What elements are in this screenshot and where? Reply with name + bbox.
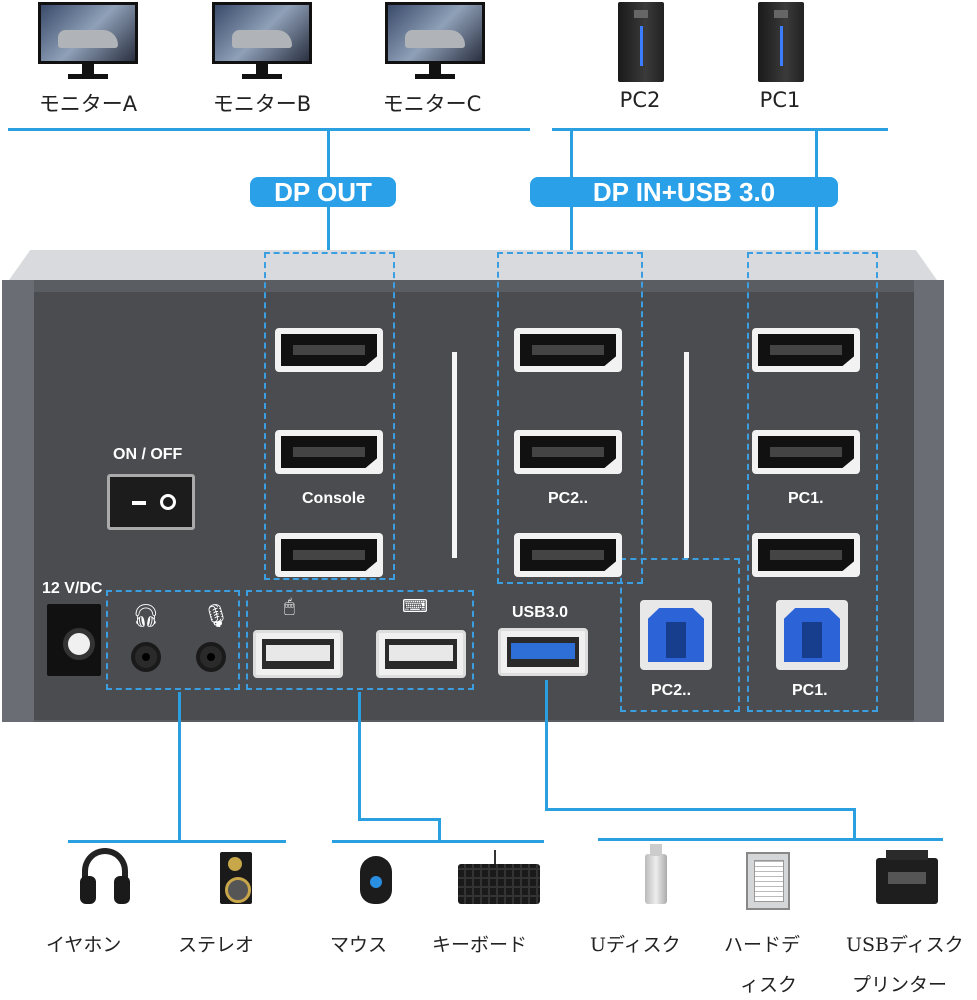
microphone-jack[interactable] bbox=[196, 642, 226, 672]
pc1-dp-label: PC1. bbox=[788, 490, 824, 507]
audio-group bbox=[106, 590, 240, 690]
dc-label: 12 V/DC bbox=[42, 580, 103, 597]
mouse-label: マウス bbox=[330, 934, 388, 956]
console-dp-port-2[interactable] bbox=[275, 430, 383, 474]
printer-label-line1: USBディスク bbox=[846, 934, 964, 956]
pc2-usb-b-port[interactable] bbox=[640, 600, 712, 670]
pc2-dp-group bbox=[497, 252, 643, 584]
monitor-bus-line bbox=[8, 128, 530, 131]
dp-out-badge: DP OUT bbox=[250, 177, 396, 207]
hdd-label-line2: ィスク bbox=[740, 974, 798, 996]
audio-bus-line bbox=[68, 840, 286, 843]
pc1-dp-group bbox=[747, 252, 878, 712]
pc1-usb-label: PC1. bbox=[792, 682, 828, 699]
usb3-port[interactable] bbox=[498, 628, 588, 676]
console-dp-port-1[interactable] bbox=[275, 328, 383, 372]
console-dp-port-3[interactable] bbox=[275, 533, 383, 577]
pc2-dp-port-3[interactable] bbox=[514, 533, 622, 577]
pc1-dp-port-1[interactable] bbox=[752, 328, 860, 372]
console-label: Console bbox=[302, 490, 366, 507]
earphone-label: イヤホン bbox=[46, 934, 122, 956]
pc2-usb-label: PC2.. bbox=[651, 682, 692, 699]
keyboard-label: キーボード bbox=[432, 934, 528, 956]
pc1-label: PC1 bbox=[759, 88, 801, 112]
pc1-dp-port-3[interactable] bbox=[752, 533, 860, 577]
mouse-port-icon: 🖱︎ bbox=[284, 596, 295, 617]
monitor-c-label: モニターC bbox=[382, 92, 482, 116]
pc2-dp-port-1[interactable] bbox=[514, 328, 622, 372]
keyboard-icon bbox=[458, 850, 540, 904]
console-dp-group bbox=[264, 252, 395, 580]
dc-power-jack[interactable] bbox=[47, 604, 101, 676]
headset-icon bbox=[80, 848, 130, 908]
printer-icon bbox=[876, 850, 938, 904]
pc2-label: PC2 bbox=[619, 88, 661, 112]
usb-flash-drive-icon bbox=[645, 844, 667, 904]
storage-bus-line bbox=[598, 838, 943, 841]
monitor-a-label: モニターA bbox=[38, 92, 138, 116]
keyboard-port-icon: ⌨︎ bbox=[402, 596, 428, 617]
pc2-usb-group bbox=[620, 558, 740, 712]
dp-in-usb-badge: DP IN+USB 3.0 bbox=[530, 177, 838, 207]
pc1-dp-port-2[interactable] bbox=[752, 430, 860, 474]
keyboard-usb-port[interactable] bbox=[376, 630, 466, 678]
pc2-dp-port-2[interactable] bbox=[514, 430, 622, 474]
monitor-a-icon bbox=[38, 2, 138, 82]
headphone-jack[interactable] bbox=[131, 642, 161, 672]
mouse-usb-port[interactable] bbox=[253, 630, 343, 678]
hdd-label-line1: ハードデ bbox=[724, 934, 801, 956]
printer-label-line2: プリンター bbox=[852, 974, 948, 996]
divider-1 bbox=[452, 352, 457, 558]
microphone-icon: 🎙︎ bbox=[202, 604, 230, 629]
power-label: ON / OFF bbox=[113, 446, 183, 463]
monitor-c-icon bbox=[385, 2, 485, 82]
pc2-dp-label: PC2.. bbox=[548, 490, 589, 507]
speaker-icon bbox=[220, 852, 252, 904]
udisk-label: Uディスク bbox=[590, 934, 681, 956]
pc-bus-line bbox=[552, 128, 888, 131]
hid-bus-line bbox=[332, 840, 544, 843]
monitor-b-label: モニターB bbox=[212, 92, 312, 116]
divider-2 bbox=[684, 352, 689, 558]
power-switch[interactable] bbox=[107, 474, 195, 530]
stereo-label: ステレオ bbox=[178, 934, 255, 956]
headphone-icon: 🎧︎ bbox=[132, 604, 160, 629]
pc1-tower-icon bbox=[758, 2, 804, 82]
usb-hid-group bbox=[246, 590, 474, 690]
monitor-b-icon bbox=[212, 2, 312, 82]
hard-disk-icon bbox=[746, 852, 790, 910]
pc2-tower-icon bbox=[618, 2, 664, 82]
mouse-icon bbox=[360, 856, 392, 904]
pc1-usb-b-port[interactable] bbox=[776, 600, 848, 670]
usb3-label: USB3.0 bbox=[512, 604, 569, 621]
